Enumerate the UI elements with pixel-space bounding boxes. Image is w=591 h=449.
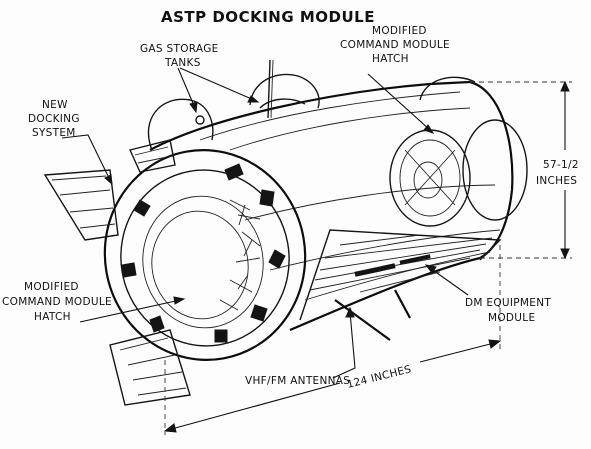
leader-lines [61, 67, 469, 379]
dm-equipment-label: DM EQUIPMENT MODULE [465, 297, 555, 324]
length-dimension-label: 124 INCHES [346, 363, 413, 391]
module-body [149, 80, 528, 332]
vhf-antennas-label: VHF/FM ANTENNAS [245, 375, 350, 387]
gas-storage-tanks [147, 59, 476, 151]
diagram-title: ASTP DOCKING MODULE [161, 8, 375, 26]
hatch-top-label: MODIFIED COMMAND MODULE HATCH [340, 25, 454, 65]
docking-system [43, 139, 307, 406]
height-dimension [470, 80, 572, 260]
length-dimension [163, 245, 502, 435]
gas-storage-label: GAS STORAGE TANKS [140, 43, 222, 69]
equipment-module [299, 229, 502, 321]
new-docking-system-label: NEW DOCKING SYSTEM [28, 99, 83, 139]
vhf-antennas [334, 289, 411, 341]
hatch-left-label: MODIFIED COMMAND MODULE HATCH [2, 281, 116, 323]
height-dimension-label: 57-1/2 INCHES [536, 159, 583, 187]
